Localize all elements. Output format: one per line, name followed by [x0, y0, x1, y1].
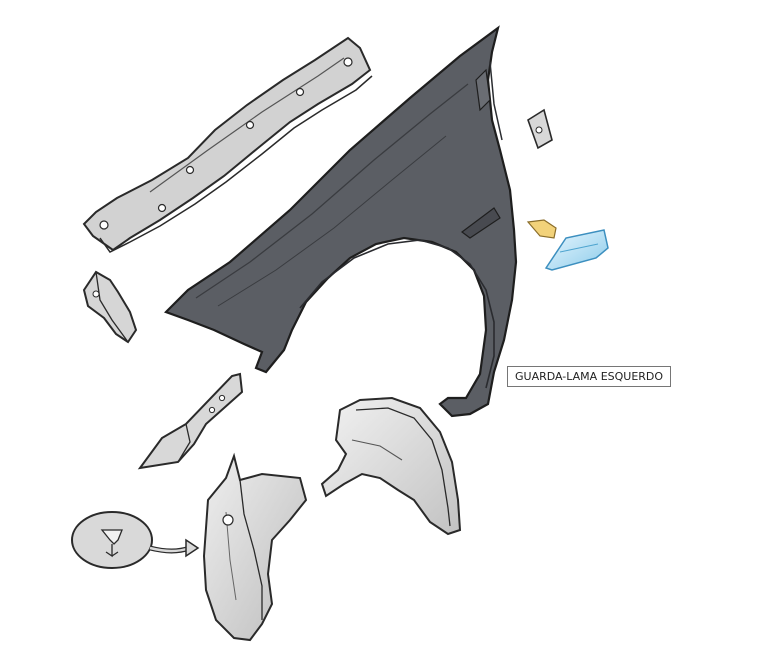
callout-arrow: [149, 538, 200, 558]
wheel-arch-liner-front[interactable]: [320, 396, 462, 536]
fender-support-rail[interactable]: [82, 36, 373, 253]
fender-clip[interactable]: [527, 108, 553, 150]
fastener-rivet-callout[interactable]: [71, 511, 153, 569]
side-marker-bulb[interactable]: [526, 219, 557, 239]
left-mounting-bracket[interactable]: [82, 270, 138, 344]
lower-splash-strip[interactable]: [137, 372, 244, 470]
blank-patch: [684, 355, 726, 411]
part-tooltip: GUARDA-LAMA ESQUERDO: [507, 366, 672, 387]
side-repeater-lamp[interactable]: [544, 229, 609, 271]
left-fender-panel[interactable]: [164, 25, 518, 418]
blank-patch: [652, 626, 773, 671]
wheel-arch-liner-rear[interactable]: [202, 452, 308, 642]
